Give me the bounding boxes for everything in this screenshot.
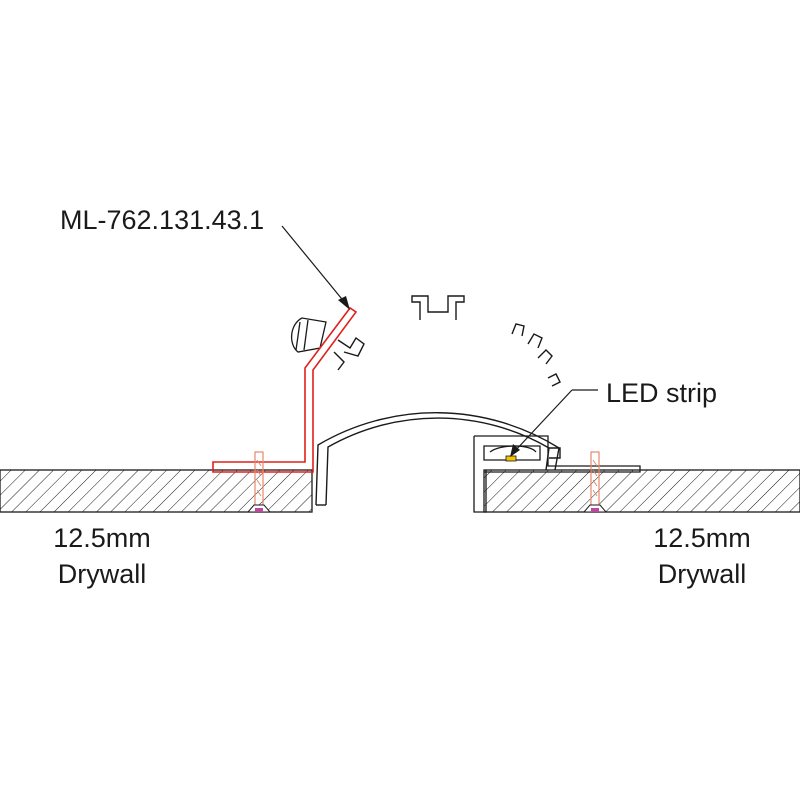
drywall-left-label: 12.5mm Drywall <box>22 520 182 592</box>
led-profile <box>473 435 641 513</box>
drywall-left-material: Drywall <box>57 559 147 589</box>
led-strip-label: LED strip <box>606 378 718 408</box>
screw-right <box>582 451 608 513</box>
drywall-right-material: Drywall <box>657 559 747 589</box>
cable-fixture <box>291 317 327 353</box>
drywall-right-label: 12.5mm Drywall <box>622 520 782 592</box>
drywall-left-thickness: 12.5mm <box>53 523 151 553</box>
mounting-bracket-highlight <box>212 306 358 473</box>
led-strip-leader <box>510 389 598 457</box>
screw-left <box>246 451 272 513</box>
part-number-label: ML-762.131.43.1 <box>60 205 265 235</box>
led-chip <box>505 455 517 462</box>
drywall-right-thickness: 12.5mm <box>653 523 751 553</box>
drywall-right-board <box>483 469 800 513</box>
part-number-leader <box>281 225 350 310</box>
